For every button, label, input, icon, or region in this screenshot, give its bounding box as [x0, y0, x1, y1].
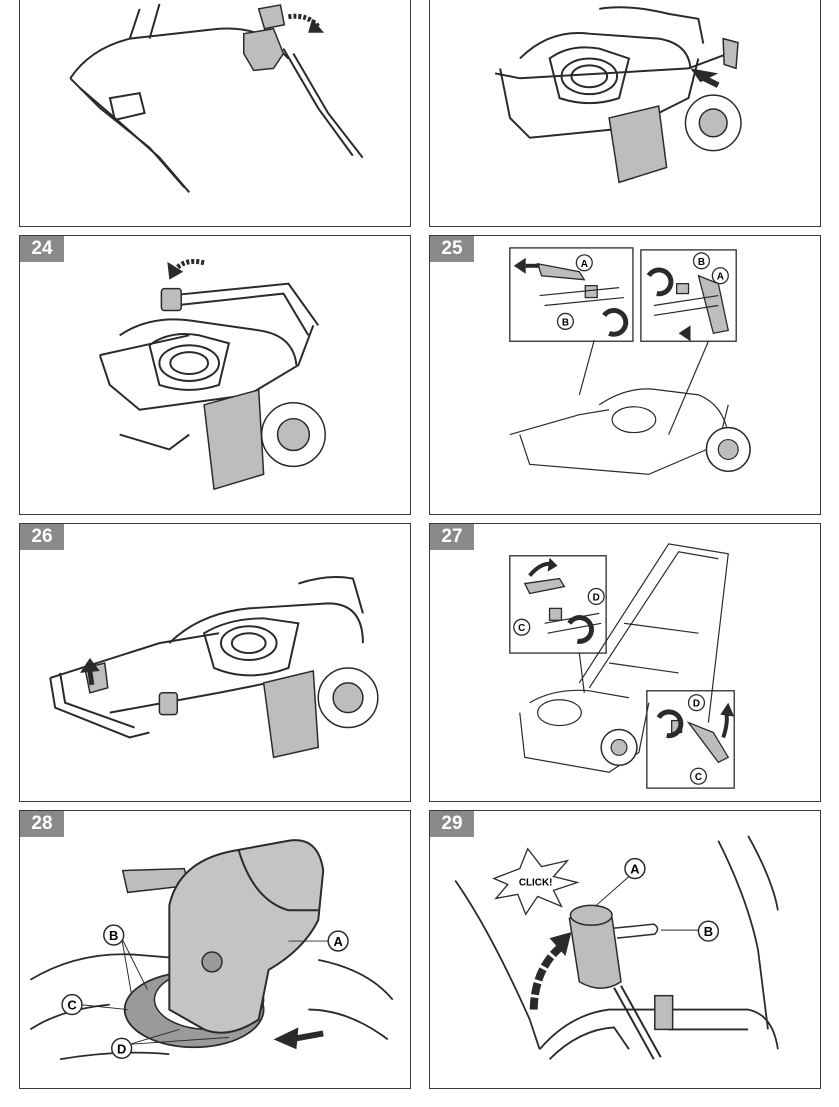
callout-a: A [333, 934, 342, 949]
illustration-handle-lock: C D D C [509, 543, 735, 789]
panel-number-badge: 26 [20, 524, 64, 550]
panel-handle-lever [19, 0, 411, 227]
chute-body [168, 839, 325, 1034]
callout-c: C [518, 623, 525, 634]
callout-b: B [704, 924, 713, 939]
panel-number-badge: 28 [20, 811, 64, 837]
callout-c: C [695, 772, 702, 783]
panel-26: 26 [19, 523, 411, 802]
illustration-handle-lever [69, 3, 364, 193]
panel-28: 28 B A C [19, 810, 411, 1089]
illustration-handle-fold-front [494, 6, 742, 184]
panel-handle-fold-front [429, 0, 821, 227]
callout-d: D [593, 592, 600, 603]
panel-number-badge: 25 [430, 236, 474, 262]
callout-d: D [693, 699, 700, 710]
panel-27: 27 C [429, 523, 821, 802]
callout-labels: A B [624, 857, 720, 942]
panel-number-badge: 24 [20, 236, 64, 262]
panel-24: 24 [19, 235, 411, 515]
callout-labels: C D D C [513, 587, 708, 785]
callout-b: B [698, 257, 705, 268]
illustration-chute-mount: B A C D [29, 839, 394, 1061]
direction-arrow [529, 945, 563, 1010]
callout-a: A [630, 862, 639, 877]
callout-b: B [562, 317, 569, 328]
click-label: CLICK! [519, 877, 553, 888]
direction-arrow [79, 658, 100, 673]
detail-inset-top [509, 555, 607, 654]
callout-d: D [117, 1041, 126, 1056]
panel-number-badge: 29 [430, 811, 474, 837]
direction-arrow [273, 1027, 299, 1050]
panel-number-badge: 27 [430, 524, 474, 550]
callout-c: C [67, 998, 76, 1013]
callout-a: A [581, 259, 588, 270]
callout-labels: A B B A [556, 252, 729, 330]
illustration-knob-tighten: A B B A [509, 247, 751, 475]
illustration-handle-raise [49, 575, 379, 759]
callout-labels: B A C D [61, 924, 349, 1059]
callout-a: A [717, 272, 724, 283]
illustration-fold-handle-back [98, 258, 326, 491]
illustration-crank-attach: CLICK! A B [454, 835, 779, 1060]
panel-29: 29 CLICK! A B [429, 810, 821, 1089]
click-burst [492, 847, 580, 916]
callout-b: B [109, 928, 118, 943]
panel-25: 25 A [429, 235, 821, 515]
